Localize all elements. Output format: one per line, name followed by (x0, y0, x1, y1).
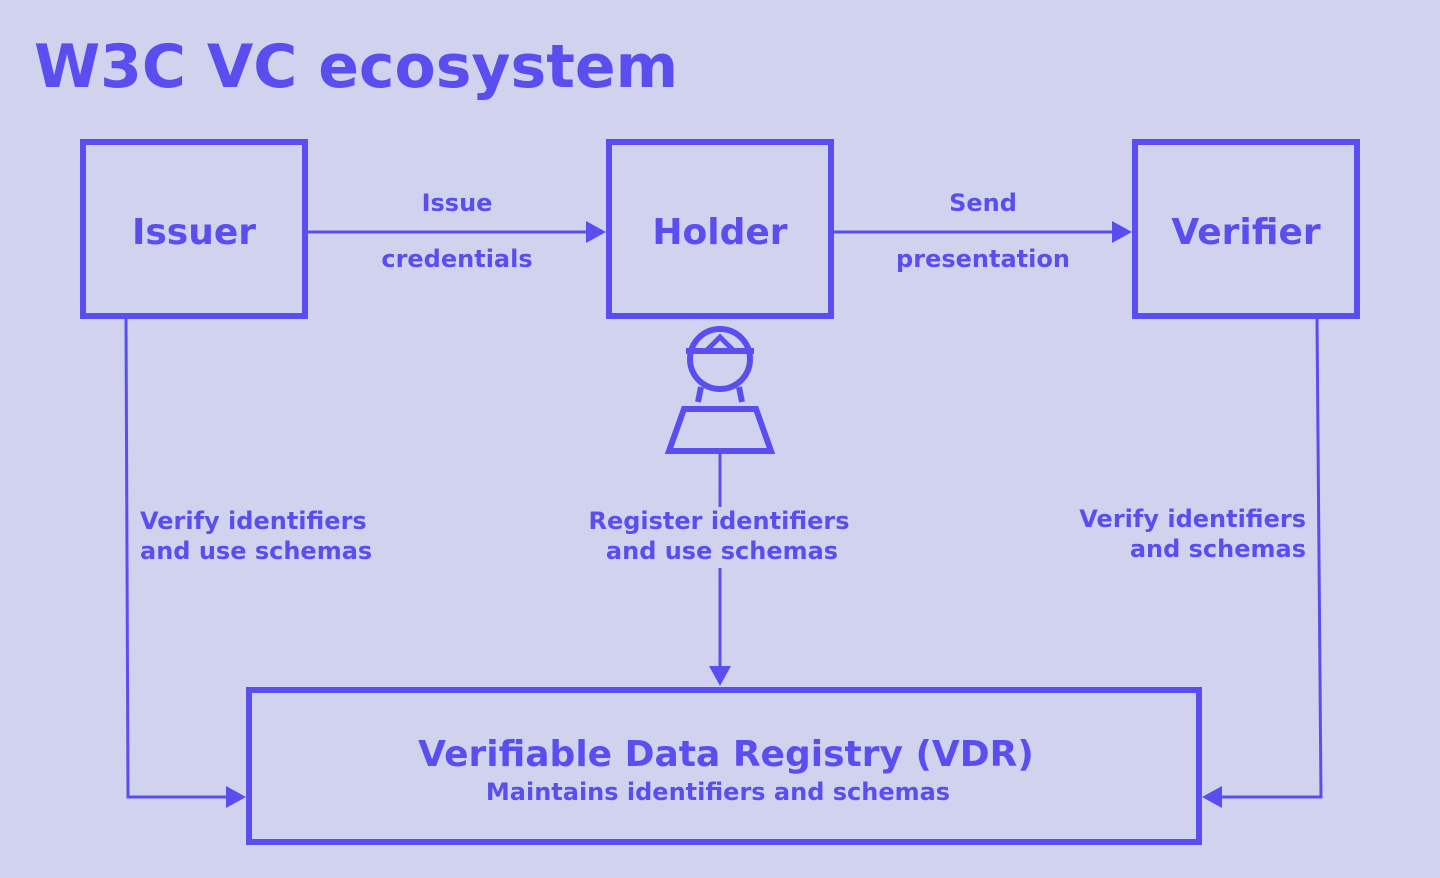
edge-issuer-vdr: Verify identifiers and use schemas (124, 317, 372, 808)
verifier-node: Verifier (1132, 139, 1360, 319)
arrowhead-icon (226, 786, 246, 808)
arrowhead-icon (1112, 221, 1132, 243)
holder-label: Holder (652, 212, 787, 253)
edge-verifier-vdr: Verify identifiers and schemas (1079, 317, 1323, 808)
edge-issuer-vdr-label-line2: and use schemas (140, 537, 372, 565)
arrowhead-icon (586, 221, 606, 243)
edge-send-label-line2: presentation (896, 245, 1070, 273)
edge-send-label-line1: Send (949, 189, 1017, 217)
edge-holder-vdr-label-line1: Register identifiers (588, 507, 849, 535)
holder-node: Holder (606, 139, 834, 319)
arrowhead-icon (1202, 786, 1222, 808)
edge-issuer-vdr-label-line1: Verify identifiers (140, 507, 367, 535)
edge-issue-label-line1: Issue (422, 189, 493, 217)
arrowhead-icon (709, 666, 731, 686)
edge-holder-vdr: Register identifiers and use schemas (588, 453, 850, 686)
issuer-label: Issuer (132, 212, 256, 253)
edge-send-presentation: Send presentation (834, 189, 1132, 273)
verifier-label: Verifier (1171, 212, 1321, 253)
vdr-title: Verifiable Data Registry (VDR) (418, 734, 1034, 775)
issuer-node: Issuer (80, 139, 308, 319)
vdr-subtitle: Maintains identifiers and schemas (486, 778, 950, 806)
edge-holder-vdr-label-line2: and use schemas (606, 537, 838, 565)
edge-issue-label-line2: credentials (381, 245, 532, 273)
edge-verifier-vdr-label-line2: and schemas (1130, 535, 1306, 563)
edge-issue-credentials: Issue credentials (308, 189, 606, 273)
vdr-node: Verifiable Data Registry (VDR) Maintains… (246, 687, 1202, 845)
diagram-title: W3C VC ecosystem (34, 32, 678, 102)
edge-verifier-vdr-label-line1: Verify identifiers (1079, 505, 1306, 533)
person-icon (664, 326, 776, 454)
